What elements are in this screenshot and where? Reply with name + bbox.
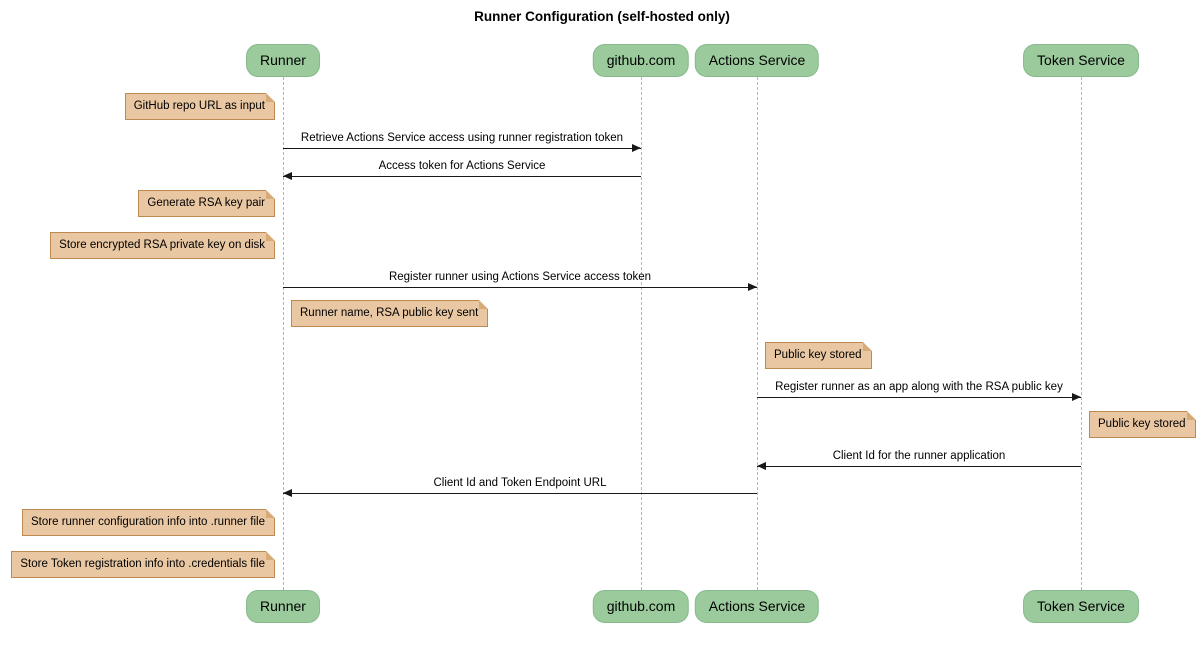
lifeline-token (1081, 77, 1082, 590)
message-label: Access token for Actions Service (378, 160, 546, 172)
participant-box-runner-bottom: Runner (246, 590, 320, 623)
note: Generate RSA key pair (138, 190, 275, 217)
participant-box-token-bottom: Token Service (1023, 590, 1139, 623)
message-line (283, 287, 757, 288)
arrowhead-icon (283, 172, 292, 180)
message-label: Client Id and Token Endpoint URL (433, 477, 607, 489)
participant-box-actions-bottom: Actions Service (694, 590, 820, 623)
message-line (283, 176, 641, 177)
note: Runner name, RSA public key sent (291, 300, 489, 327)
note: Store encrypted RSA private key on disk (50, 232, 275, 259)
lifeline-github (641, 77, 642, 590)
note: Store runner configuration info into .ru… (22, 509, 275, 536)
message-label: Retrieve Actions Service access using ru… (300, 132, 624, 144)
message-label: Client Id for the runner application (832, 450, 1006, 462)
message-line (757, 466, 1081, 467)
participant-box-token-top: Token Service (1023, 44, 1139, 77)
participant-box-actions-top: Actions Service (694, 44, 820, 77)
message-line (283, 493, 757, 494)
note: Public key stored (765, 342, 872, 369)
note: Public key stored (1089, 411, 1196, 438)
message-label: Register runner as an app along with the… (775, 381, 1063, 393)
diagram-title: Runner Configuration (self-hosted only) (474, 9, 730, 24)
message-label: Register runner using Actions Service ac… (388, 271, 652, 283)
arrowhead-icon (1072, 393, 1081, 401)
lifeline-runner (283, 77, 284, 590)
note: Store Token registration info into .cred… (11, 551, 275, 578)
message-line (283, 148, 641, 149)
arrowhead-icon (632, 144, 641, 152)
participant-box-github-bottom: github.com (592, 590, 690, 623)
participant-box-runner-top: Runner (246, 44, 320, 77)
arrowhead-icon (283, 489, 292, 497)
participant-box-github-top: github.com (592, 44, 690, 77)
message-line (757, 397, 1081, 398)
lifeline-actions (757, 77, 758, 590)
note: GitHub repo URL as input (124, 93, 276, 120)
arrowhead-icon (748, 283, 757, 291)
arrowhead-icon (757, 462, 766, 470)
